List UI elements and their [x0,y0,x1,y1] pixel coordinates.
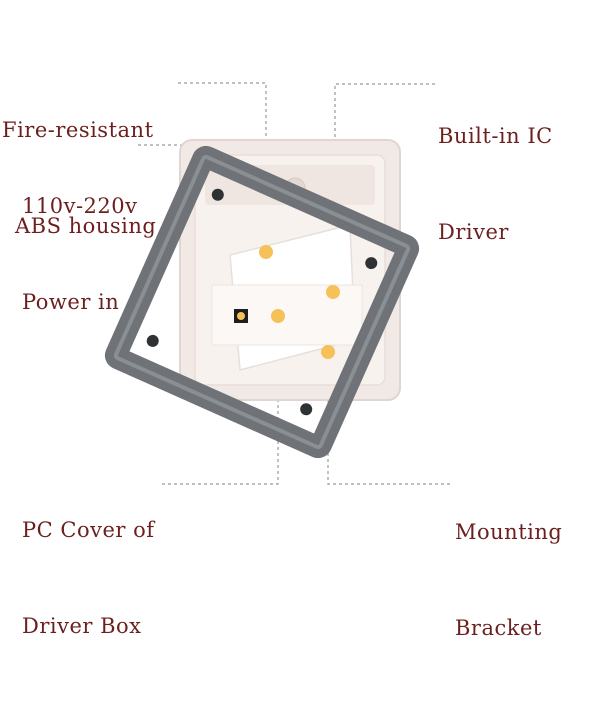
label-power-in-line1: 110v-220v [22,194,138,218]
product-diagram: Fire-resistant ABS housing 110v-220v Pow… [2,50,562,640]
label-mounting-bracket-line1: Mounting [455,520,563,544]
label-fire-resistant: Fire-resistant ABS housing [2,50,156,306]
label-built-in-ic-line2: Driver [438,220,509,244]
label-fire-resistant-line2: ABS housing [15,214,157,238]
label-pc-cover-line1: PC Cover of [22,518,155,542]
product-illustration [104,82,450,485]
led-chips [234,245,340,359]
label-power-in-line2: Power in [22,290,120,314]
label-mounting-bracket: Mounting Bracket [455,452,562,708]
label-mounting-bracket-line2: Bracket [455,616,542,640]
label-built-in-ic: Built-in IC Driver [438,56,553,312]
label-power-in: 110v-220v Power in [22,126,138,382]
label-pc-cover-line2: Driver Box [22,614,142,638]
mounting-bracket [104,145,420,459]
label-built-in-ic-line1: Built-in IC [438,124,553,148]
label-pc-cover: PC Cover of Driver Box [22,450,155,706]
label-fire-resistant-line1: Fire-resistant [2,118,154,142]
